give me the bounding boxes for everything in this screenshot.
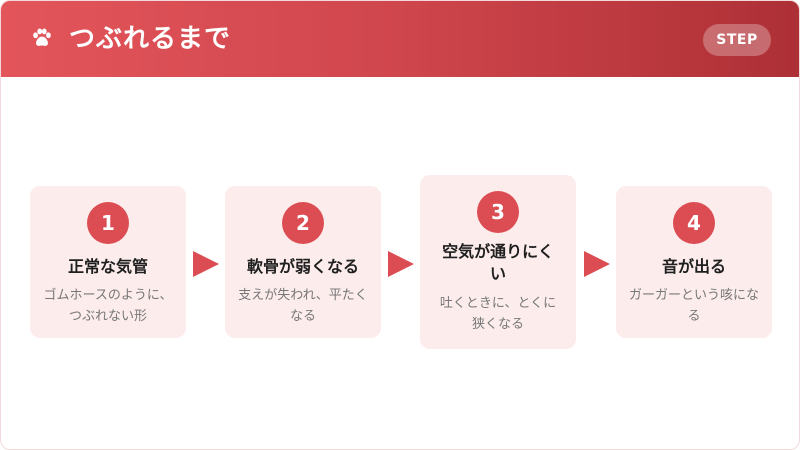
- page-title: つぶれるまで: [69, 24, 232, 54]
- step-card-3: 3 空気が通りにくい 吐くときに、とくに狭くなる: [420, 175, 576, 349]
- step-number-badge: 4: [673, 202, 715, 244]
- steps-flow: 1 正常な気管 ゴムホースのように、つぶれない形 2 軟骨が弱くなる 支えが失わ…: [30, 175, 772, 351]
- step-number-badge: 1: [87, 202, 129, 244]
- step-title: 空気が通りにくい: [442, 242, 554, 283]
- step-title: 正常な気管: [67, 257, 148, 276]
- arrow-right-icon: [584, 251, 610, 277]
- step-number-badge: 3: [477, 191, 519, 233]
- arrow-right-icon: [388, 251, 414, 277]
- step-card-1: 1 正常な気管 ゴムホースのように、つぶれない形: [30, 186, 186, 338]
- step-title: 音が出る: [661, 257, 726, 276]
- arrow-right-icon: [193, 251, 219, 277]
- step-description: ゴムホースのように、つぶれない形: [43, 288, 173, 324]
- step-card-4: 4 音が出る ガーガーという咳になる: [616, 186, 772, 338]
- step-card-2: 2 軟骨が弱くなる 支えが失われ、平たくなる: [225, 186, 381, 338]
- paw-icon: [33, 28, 51, 46]
- step-description: 吐くときに、とくに狭くなる: [439, 296, 557, 332]
- step-description: 支えが失われ、平たくなる: [238, 288, 368, 324]
- header-bar: つぶれるまで STEP: [1, 1, 799, 77]
- step-description: ガーガーという咳になる: [628, 288, 759, 324]
- step-title: 軟骨が弱くなる: [246, 257, 359, 276]
- step-badge: STEP: [703, 24, 771, 56]
- step-number-badge: 2: [282, 202, 324, 244]
